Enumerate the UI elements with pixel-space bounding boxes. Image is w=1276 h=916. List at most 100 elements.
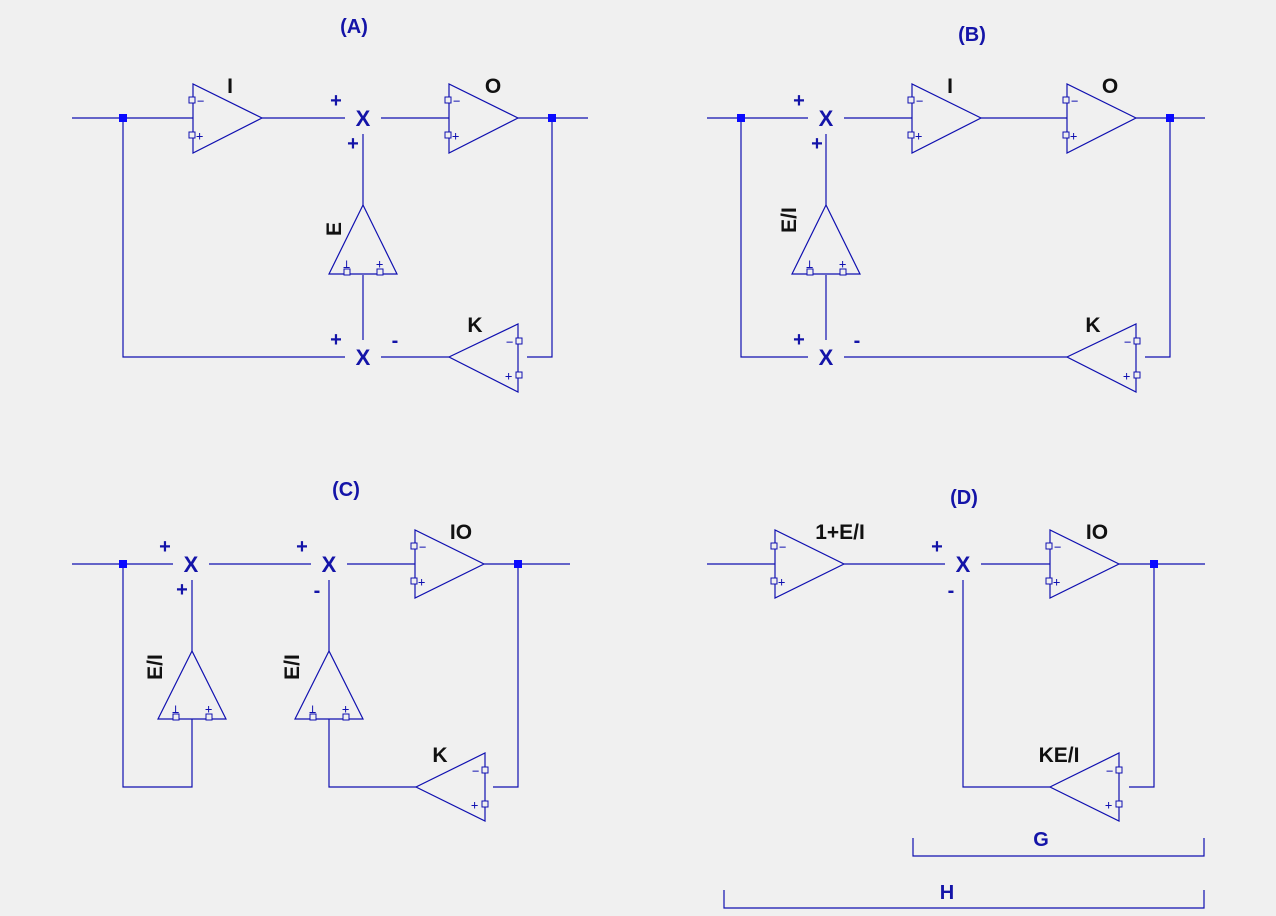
panel-c-amp-k-label: K [432, 744, 447, 767]
svg-text:+: + [1123, 369, 1130, 383]
panel-b-summer-top: X [819, 106, 834, 131]
panel-a-sign: - [392, 330, 399, 352]
panel-c-amp-k: − + K [414, 744, 489, 822]
panel-b-wires [707, 117, 1205, 358]
panel-c-amp-e1: ⊥ + E/I [144, 649, 227, 721]
panel-a-amp-o-label: O [485, 75, 501, 98]
panel-c-title: (C) [332, 479, 360, 501]
panel-c-amp-e2: ⊥ + E/I [281, 649, 364, 721]
svg-text:−: − [453, 94, 460, 108]
panel-a: (A) − + I − + O ⊥ + E − + [72, 16, 588, 393]
panel-c-summer-2: X [322, 552, 337, 577]
panel-b-sign: - [854, 330, 861, 352]
svg-text:+: + [418, 575, 425, 589]
panel-a-sign: + [330, 90, 342, 112]
panel-a-amp-k: − + K [447, 314, 523, 393]
panel-c-amp-e2-label: E/I [281, 654, 304, 680]
panel-a-amp-i-label: I [227, 75, 233, 98]
panel-d-amp-io-label: IO [1086, 521, 1108, 544]
svg-text:⊥: ⊥ [343, 257, 350, 271]
panel-d-sign: + [931, 536, 943, 558]
panel-b-sign: + [793, 90, 805, 112]
svg-text:⊥: ⊥ [806, 257, 813, 271]
panel-a-amp-k-label: K [467, 314, 482, 337]
panel-b-summer-bottom: X [819, 345, 834, 370]
panel-b-output-node [1166, 114, 1174, 122]
panel-d-amp-io: − + IO [1045, 521, 1121, 599]
panel-b-title: (B) [958, 24, 986, 46]
svg-text:−: − [506, 335, 513, 349]
svg-text:+: + [1070, 129, 1077, 143]
panel-d-summer: X [956, 552, 971, 577]
svg-text:+: + [376, 257, 383, 271]
svg-text:+: + [452, 129, 459, 143]
panel-a-summer-bottom: X [356, 345, 371, 370]
panel-c-amp-e1-label: E/I [144, 654, 167, 680]
panel-b: (B) − + I − + O ⊥ + E/I − + K X + [707, 24, 1205, 393]
panel-d-sign: - [948, 580, 955, 602]
panel-a-summer-top: X [356, 106, 371, 131]
panel-b-amp-o-label: O [1102, 75, 1118, 98]
panel-a-amp-i: − + I [188, 75, 264, 154]
panel-d: (D) − + 1+E/I − + IO − + KE/I X + - G [707, 487, 1205, 909]
panel-c-sign: + [296, 536, 308, 558]
panel-d-wires [707, 563, 1205, 788]
svg-text:⊥: ⊥ [172, 702, 179, 716]
svg-text:−: − [916, 94, 923, 108]
panel-b-sign: + [811, 133, 823, 155]
bracket-g: G [912, 829, 1205, 857]
panel-a-amp-e: ⊥ + E [323, 203, 398, 276]
panel-a-output-node [548, 114, 556, 122]
panel-c-summer-1: X [184, 552, 199, 577]
panel-c-input-node [119, 560, 127, 568]
panel-b-amp-e: ⊥ + E/I [778, 203, 861, 276]
panel-b-amp-o: − + O [1062, 75, 1138, 154]
svg-text:+: + [1105, 798, 1112, 812]
svg-text:⊥: ⊥ [309, 702, 316, 716]
panel-d-amp-k: − + KE/I [1039, 744, 1123, 822]
panel-b-amp-i: − + I [907, 75, 983, 154]
panel-d-amp-k-label: KE/I [1039, 744, 1080, 767]
svg-text:−: − [1106, 764, 1113, 778]
svg-text:+: + [471, 798, 478, 812]
panel-b-input-node [737, 114, 745, 122]
panel-a-amp-e-label: E [323, 222, 346, 236]
svg-text:+: + [778, 575, 785, 589]
panel-a-title: (A) [340, 16, 368, 38]
svg-text:−: − [779, 540, 786, 554]
panel-d-output-node [1150, 560, 1158, 568]
svg-text:−: − [1124, 335, 1131, 349]
svg-text:+: + [342, 702, 349, 716]
panel-c-sign: - [314, 580, 321, 602]
bracket-h-label: H [940, 882, 954, 904]
panel-a-input-node [119, 114, 127, 122]
panel-b-amp-e-label: E/I [778, 207, 801, 233]
bracket-h: H [723, 882, 1205, 909]
svg-text:+: + [196, 129, 203, 143]
svg-text:−: − [1054, 540, 1061, 554]
panel-c-amp-io: − + IO [410, 521, 486, 599]
svg-text:−: − [472, 764, 479, 778]
svg-text:+: + [205, 702, 212, 716]
panel-a-amp-o: − + O [444, 75, 520, 154]
panel-c-amp-io-label: IO [450, 521, 472, 544]
panel-d-title: (D) [950, 487, 978, 509]
panel-b-amp-i-label: I [947, 75, 953, 98]
panel-b-amp-k: − + K [1065, 314, 1141, 393]
svg-text:+: + [505, 369, 512, 383]
panel-d-amp-pre-label: 1+E/I [815, 521, 865, 544]
svg-text:+: + [1053, 575, 1060, 589]
panel-a-sign: + [347, 133, 359, 155]
svg-text:+: + [839, 257, 846, 271]
svg-text:−: − [197, 94, 204, 108]
panel-c-sign: + [176, 579, 188, 601]
panel-b-sign: + [793, 329, 805, 351]
panel-b-amp-k-label: K [1085, 314, 1100, 337]
panel-a-sign: + [330, 329, 342, 351]
svg-text:−: − [1071, 94, 1078, 108]
svg-text:+: + [915, 129, 922, 143]
svg-text:−: − [419, 540, 426, 554]
panel-a-wires [72, 117, 588, 358]
